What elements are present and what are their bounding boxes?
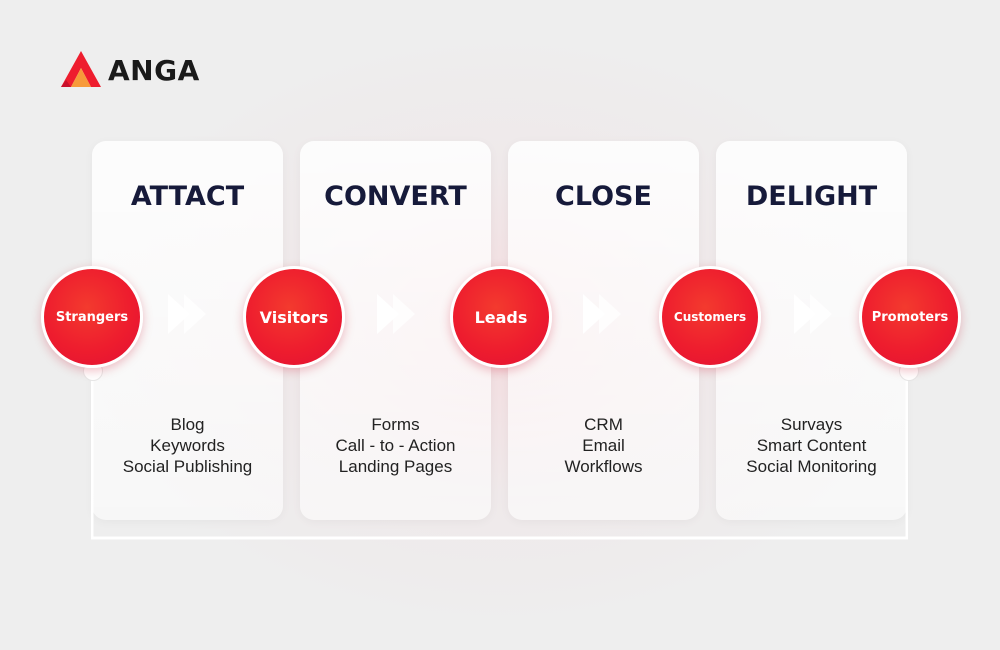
anga-logo-icon (61, 51, 101, 87)
node-promoters: Promoters (859, 266, 961, 368)
double-chevron-right-icon (377, 294, 415, 334)
double-chevron-right-icon (794, 294, 832, 334)
node-visitors: Visitors (243, 266, 345, 368)
stage-item: Keywords (150, 436, 225, 455)
stage-item: Workflows (564, 457, 643, 476)
double-chevron-right-icon (583, 294, 621, 334)
stage-item: Landing Pages (338, 457, 453, 476)
stage-items: Blog Keywords Social Publishing (92, 414, 283, 477)
stage-item: Call - to - Action (335, 436, 456, 455)
stage-item: Social Monitoring (746, 457, 877, 476)
stage-items: Forms Call - to - Action Landing Pages (300, 414, 491, 477)
stage-item: Smart Content (756, 436, 867, 455)
node-customers: Customers (659, 266, 761, 368)
brand-name: ANGA (108, 53, 200, 87)
stage-title: ATTACT (130, 181, 245, 212)
stage-item: Email (582, 436, 625, 455)
stage-title: CONVERT (324, 181, 467, 212)
stage-item: Forms (371, 415, 420, 434)
stage-items: Survays Smart Content Social Monitoring (716, 414, 907, 477)
node-leads: Leads (450, 266, 552, 368)
double-chevron-right-icon (168, 294, 206, 334)
brand-logo: ANGA (60, 50, 200, 90)
stage-item: Blog (170, 415, 205, 434)
node-strangers: Strangers (41, 266, 143, 368)
stage-title: CLOSE (555, 181, 652, 212)
stage-item: Survays (780, 415, 843, 434)
stage-item: Social Publishing (122, 457, 253, 476)
stage-item: CRM (584, 415, 623, 434)
stage-items: CRM Email Workflows (508, 414, 699, 477)
stage-title: DELIGHT (745, 181, 878, 212)
